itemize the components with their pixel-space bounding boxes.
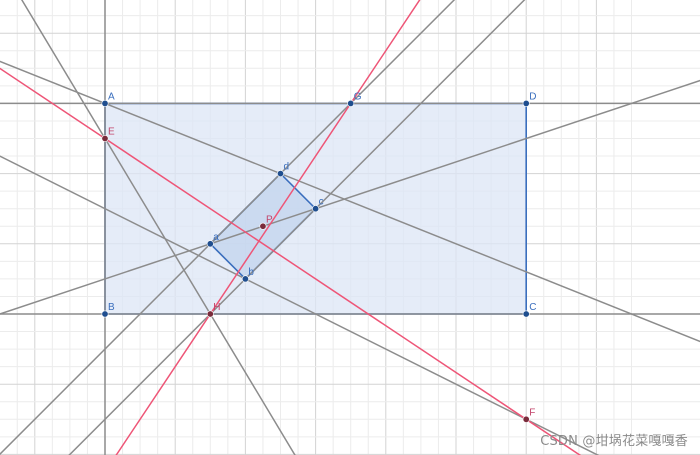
line-Hc — [68, 0, 526, 455]
point-label-B: B — [108, 302, 115, 313]
watermark: CSDN @坩埚花菜嘎嘎香 — [540, 434, 688, 449]
point-label-c: c — [319, 197, 324, 208]
point-b[interactable] — [241, 275, 249, 283]
point-d[interactable] — [276, 170, 284, 178]
point-H[interactable] — [206, 310, 214, 318]
point-label-a: a — [213, 232, 219, 243]
line-Ad — [0, 60, 700, 343]
point-P[interactable] — [259, 222, 267, 230]
point-label-b: b — [248, 267, 254, 278]
point-label-A: A — [108, 91, 115, 102]
line-EF — [0, 67, 582, 455]
point-label-E: E — [108, 127, 115, 138]
line-ac — [0, 79, 700, 315]
line-Ga — [0, 0, 456, 455]
line-EH — [21, 0, 296, 455]
point-label-d: d — [284, 162, 290, 173]
point-label-D: D — [529, 91, 536, 102]
line-HG — [115, 0, 421, 455]
point-C[interactable] — [522, 310, 530, 318]
point-label-F: F — [529, 407, 535, 418]
point-label-G: G — [354, 91, 362, 102]
point-E[interactable] — [101, 135, 109, 143]
line-bF — [0, 155, 600, 455]
point-a[interactable] — [206, 240, 214, 248]
point-G[interactable] — [347, 99, 355, 107]
point-F[interactable] — [522, 415, 530, 423]
points: A B C D E G F Ha b c dP — [101, 91, 536, 423]
point-c[interactable] — [312, 205, 320, 213]
point-label-C: C — [529, 302, 536, 313]
point-D[interactable] — [522, 99, 530, 107]
point-label-H: H — [213, 302, 220, 313]
point-B[interactable] — [101, 310, 109, 318]
point-label-P: P — [266, 214, 273, 225]
point-A[interactable] — [101, 99, 109, 107]
